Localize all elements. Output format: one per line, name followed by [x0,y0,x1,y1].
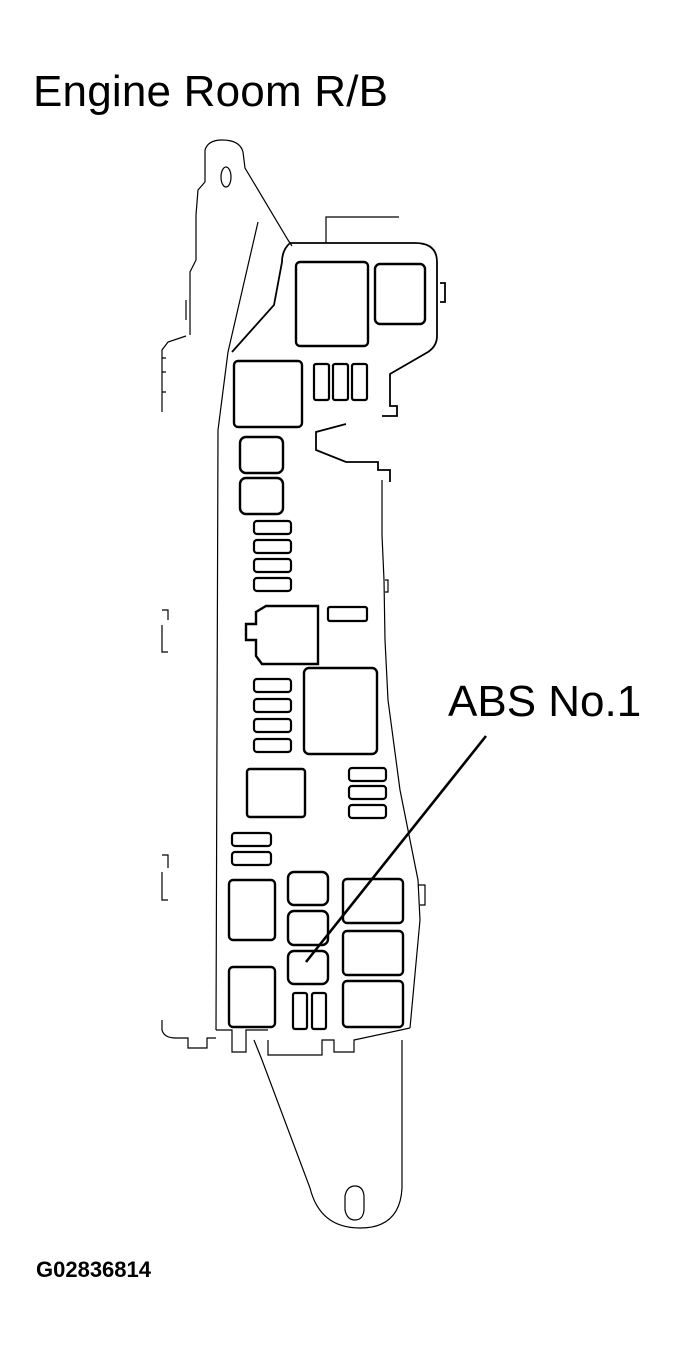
abs-no1-fuse [286,949,330,986]
fuse-pair-lower [230,831,273,867]
lower-cluster [227,870,405,1031]
relay-block-housing [161,139,446,1229]
abs-no1-callout-label: ABS No.1 [448,677,642,726]
figure-code: G02836814 [36,1257,151,1282]
diagram-title: Engine Room R/B [33,67,389,116]
abs-no1-leader-line [304,735,488,963]
fuse-stack-upper [252,519,293,593]
fuse-stack-middle [252,677,293,754]
middle-relay [244,604,369,666]
large-relay [245,666,379,819]
upper-small-fuses [312,362,369,402]
left-column-relays [238,435,285,516]
right-fuse-stack [347,766,388,820]
top-relays [232,260,427,429]
